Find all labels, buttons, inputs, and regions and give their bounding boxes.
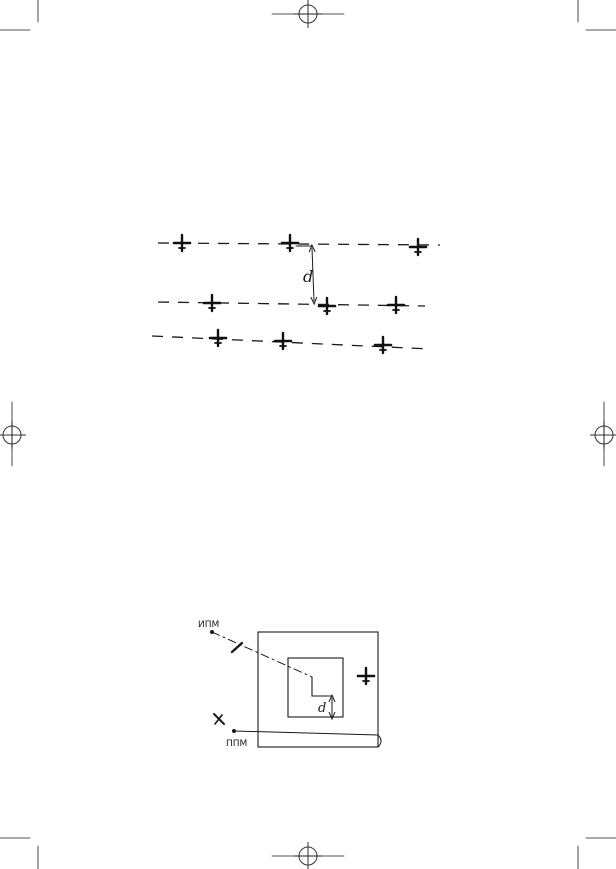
distance-label: d [303, 267, 313, 286]
figure-lateral-separation: d [151, 233, 441, 355]
entry-track [211, 631, 313, 678]
airplane-icon [230, 641, 244, 654]
separation-arrow [312, 248, 314, 301]
airplane-icon [202, 293, 222, 313]
airplane-icon [408, 237, 428, 257]
airplane-icon [373, 335, 393, 355]
airplane-icon [213, 713, 225, 725]
exit-track [233, 730, 382, 748]
entry-point-label: ИПМ [198, 620, 219, 630]
figure-holding-pattern: d ИПМ ППМ [198, 620, 382, 749]
flight-lane-2 [157, 301, 426, 307]
flight-lane-3 [151, 335, 431, 350]
inner-approach-path [311, 676, 333, 697]
airplane-icon [317, 296, 337, 316]
distance-label: d [318, 701, 326, 716]
airplane-icon [273, 331, 293, 351]
entry-point-marker [210, 630, 214, 634]
flight-lane-1 [157, 242, 441, 246]
exit-point-label: ППМ [226, 739, 247, 749]
airplane-icon [208, 328, 228, 348]
airplane-icon [280, 233, 300, 253]
outer-holding-square [257, 631, 379, 748]
airplane-icon [386, 295, 406, 315]
crosshair-icon [589, 420, 616, 450]
inner-holding-square [287, 657, 344, 718]
exit-point-marker [232, 729, 236, 733]
airplane-icon [172, 233, 192, 253]
airplane-icon [356, 666, 376, 686]
crosshair-icon [0, 420, 27, 450]
crosshair-icon [293, 841, 323, 869]
